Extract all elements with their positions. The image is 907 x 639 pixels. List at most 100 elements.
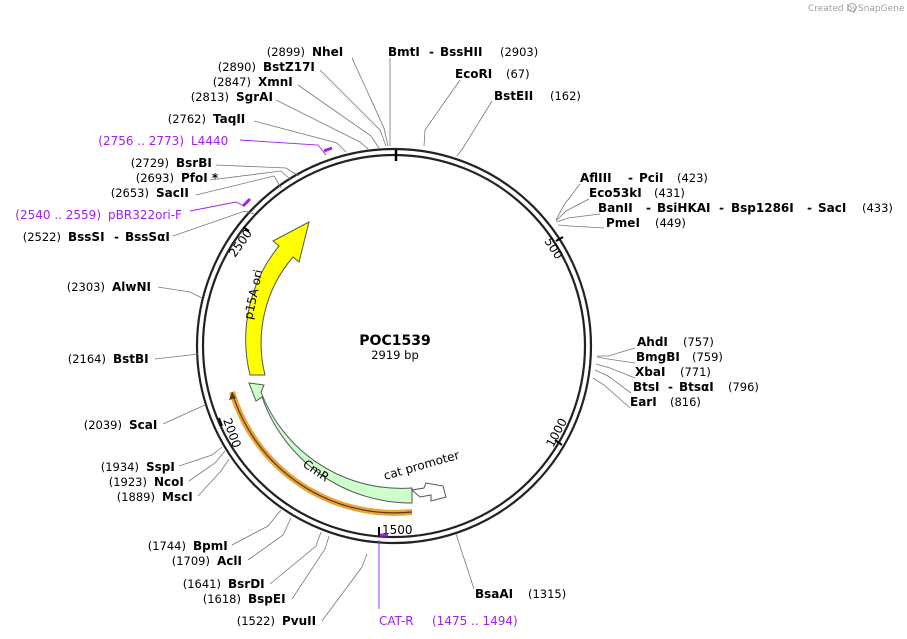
pbr322ori-f-leader <box>189 201 245 212</box>
primer-pbr322ori-f[interactable]: (2540 .. 2559)pBR322ori-F <box>15 208 182 222</box>
site-afliii[interactable]: AflIII-PciI(423) <box>580 171 708 185</box>
site-separator: - <box>429 45 434 59</box>
site-pos-label: (1934) <box>101 460 139 474</box>
site-msci[interactable]: (1889)MscI <box>117 490 193 504</box>
site-ecori[interactable]: EcoRI(67) <box>455 67 530 81</box>
site-eco53ki[interactable]: Eco53kI(431) <box>589 186 685 200</box>
site-bpmi[interactable]: (1744)BpmI <box>148 539 228 553</box>
site-pos-label: (1315) <box>528 587 566 601</box>
site-alwni[interactable]: (2303)AlwNI <box>67 280 151 294</box>
site-name: BssHII <box>440 45 482 59</box>
backbone-inner-strand <box>201 153 587 539</box>
site-bsaai[interactable]: BsaAI(1315) <box>475 587 566 601</box>
site-leader-lines <box>154 57 636 622</box>
site-name: BssSI <box>68 230 105 244</box>
site-name: BstEII <box>494 89 533 103</box>
site-taqii[interactable]: (2762)TaqII <box>168 112 246 126</box>
site-pos-label: (67) <box>506 67 530 81</box>
site-btsi[interactable]: BtsI-BtsαI(796) <box>633 380 759 394</box>
site-xmni[interactable]: (2847)XmnI <box>213 75 293 89</box>
tick-label-2500: 2500 <box>226 227 255 260</box>
site-name: PmeI <box>606 216 640 230</box>
tick-label-1500: 1500 <box>382 523 413 537</box>
site-pos-label: (757) <box>683 335 714 349</box>
tick-label-500: 500 <box>541 235 565 262</box>
tick-label-1000: 1000 <box>543 416 570 450</box>
site-pfoi[interactable]: (2693) PfoI * <box>136 171 219 185</box>
site-pos-label: (759) <box>692 350 723 364</box>
site-pmei[interactable]: PmeI(449) <box>606 216 686 230</box>
site-pos-label: (1923) <box>109 475 147 489</box>
tick-mark-2500 <box>242 226 250 232</box>
primer-cat-r[interactable]: CAT-R(1475 .. 1494) <box>379 614 518 628</box>
primer-name: L4440 <box>191 134 228 148</box>
site-bsrbi[interactable]: (2729)BsrBI <box>131 156 212 170</box>
site-name: BssSαI <box>125 230 170 244</box>
site-bspei[interactable]: (1618)BspEI <box>203 592 286 606</box>
site-pvuii[interactable]: (1522)PvuII <box>237 614 316 628</box>
site-name: NcoI <box>154 475 184 489</box>
site-name: BstZ17I <box>263 60 315 74</box>
site-bstbi[interactable]: (2164) BstBI <box>68 352 149 366</box>
site-pos-label: (1709) <box>172 554 210 568</box>
site-name: BstBI <box>113 352 149 366</box>
site-pos-label: (2164) <box>68 352 106 366</box>
site-pos-label: (2813) <box>191 90 229 104</box>
site-name: BspEI <box>248 592 286 606</box>
site-pos-label: (162) <box>550 89 581 103</box>
primer-marks <box>189 139 388 609</box>
p15a-ori-arrow[interactable] <box>245 221 310 376</box>
site-eari[interactable]: EarI(816) <box>630 395 701 409</box>
site-name: BtsI <box>633 380 660 394</box>
tick-mark-1000 <box>554 439 563 446</box>
site-separator: - <box>646 201 651 215</box>
site-nhei[interactable]: (2899)NheI <box>267 45 343 59</box>
site-bmti[interactable]: BmtI-BssHII (2903) <box>388 45 538 59</box>
site-name: SspI <box>146 460 175 474</box>
site-sgrai[interactable]: (2813) SgrAI <box>191 90 273 104</box>
site-name: BtsαI <box>679 380 714 394</box>
primer-range-label: (1475 .. 1494) <box>432 614 518 628</box>
site-sacii[interactable]: (2653) SacII <box>111 186 189 200</box>
site-name: SgrAI <box>236 90 273 104</box>
site-labels-right: BmtI-BssHII(2903) EcoRI(67) BstEII(162) … <box>379 45 893 628</box>
site-pos-label: (2039) <box>84 418 122 432</box>
site-pos-label: (2899) <box>267 45 305 59</box>
feature-p15a-ori[interactable]: p15A ori <box>241 221 310 376</box>
site-bmgbi[interactable]: BmgBI(759) <box>636 350 723 364</box>
site-banii[interactable]: BanII-BsiHKAI-Bsp1286I-SacI(433) <box>598 201 893 215</box>
site-pos-label: (2903) <box>500 45 538 59</box>
site-pos-label: (2653) <box>111 186 149 200</box>
site-separator: - <box>719 201 724 215</box>
site-scai[interactable]: (2039)ScaI <box>84 418 158 432</box>
site-bsrdi[interactable]: (1641)BsrDI <box>183 577 265 591</box>
site-sspi[interactable]: (1934) SspI <box>101 460 175 474</box>
site-pos-label: (1889) <box>117 490 155 504</box>
site-name: PfoI * <box>181 171 219 185</box>
site-pos-label: (1641) <box>183 577 221 591</box>
site-ncoi[interactable]: (1923) NcoI <box>109 475 184 489</box>
site-ahdi[interactable]: AhdI(757) <box>637 335 714 349</box>
primer-name: pBR322ori-F <box>108 208 182 222</box>
site-xbai[interactable]: XbaI(771) <box>635 365 711 379</box>
pbr322ori-f-mark[interactable] <box>241 197 252 208</box>
site-pos-label: (2693) <box>136 171 174 185</box>
l4440-mark[interactable] <box>323 146 333 153</box>
site-bsteii[interactable]: BstEII (162) <box>494 89 581 103</box>
site-pos-label: (1522) <box>237 614 275 628</box>
cmr-arrow[interactable] <box>248 382 413 504</box>
site-name: TaqII <box>213 112 245 126</box>
site-separator: - <box>114 230 119 244</box>
site-bsssi[interactable]: (2522)BssSI-BssSαI <box>23 230 170 244</box>
feature-cmr[interactable]: CmR <box>248 382 413 504</box>
site-name: Bsp1286I <box>731 201 794 215</box>
site-name: SacII <box>156 186 189 200</box>
primer-l4440[interactable]: (2756 .. 2773)L4440 <box>98 134 228 148</box>
site-pos-label: (796) <box>728 380 759 394</box>
site-separator: - <box>807 201 812 215</box>
site-name: BmtI <box>388 45 420 59</box>
site-bstz17i[interactable]: (2890)BstZ17I <box>218 60 315 74</box>
cat-promoter-arrow[interactable] <box>410 482 447 502</box>
site-acli[interactable]: (1709)AclI <box>172 554 242 568</box>
